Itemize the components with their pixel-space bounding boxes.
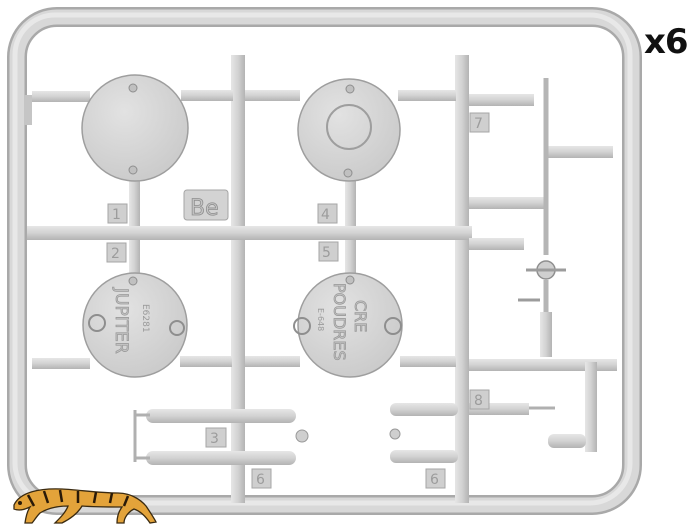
part-number-8: 8	[474, 393, 483, 409]
disc-right-text-1: POUDRES	[330, 283, 349, 361]
part-number-1: 1	[112, 207, 121, 223]
sprue-letter-plate: Be	[183, 189, 229, 221]
sprue-runners	[24, 55, 617, 503]
disc-right-text-2: CRE	[351, 300, 370, 332]
disc-poudres: POUDRES CRE E-648	[293, 272, 403, 378]
disc-top-right	[297, 78, 401, 182]
sprue-letter: Be	[190, 196, 219, 221]
disc-top-left	[81, 74, 189, 182]
part-number-4: 4	[321, 207, 330, 223]
vertical-gates	[129, 178, 552, 357]
disc-left-text-2: E6281	[140, 304, 150, 333]
tube-parts-right	[389, 403, 586, 463]
disc-jupiter: JUPITER E6281	[82, 272, 188, 378]
part-number-6b: 6	[430, 472, 439, 488]
valve-assembly	[518, 78, 566, 312]
part-number-5: 5	[322, 245, 331, 261]
part-number-6a: 6	[256, 472, 265, 488]
disc-left-text-1: JUPITER	[111, 287, 131, 354]
gate-arms	[32, 90, 613, 452]
part-number-plates: 1 2 3 4 5 6 6 7 8	[106, 112, 490, 489]
tube-parts-left	[133, 409, 309, 465]
part-number-7: 7	[474, 116, 483, 132]
sprue-frame	[7, 7, 642, 515]
quantity-label: x6	[644, 22, 689, 62]
part-number-3: 3	[210, 431, 219, 447]
disc-right-text-3: E-648	[316, 308, 325, 331]
tiger-logo	[13, 488, 157, 524]
part-number-2: 2	[111, 246, 120, 262]
